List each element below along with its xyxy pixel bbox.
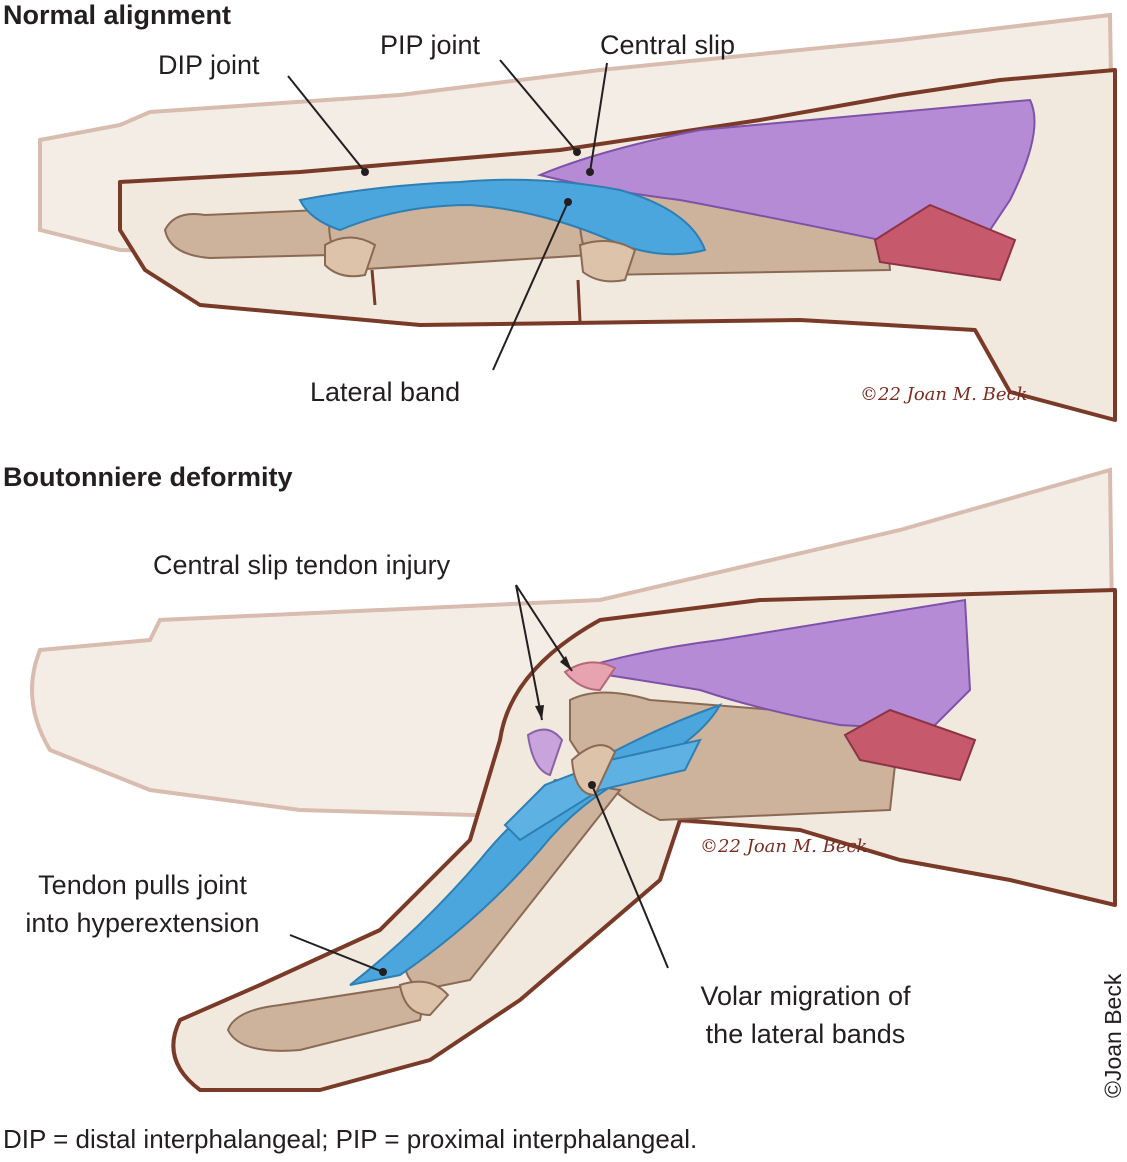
- lateral-band-tendon: [503, 738, 702, 842]
- extensor-hood: [574, 598, 972, 732]
- artist-signature: ©22 Joan M. Beck: [860, 384, 1027, 405]
- label-lateral-band: Lateral band: [310, 377, 461, 407]
- footnote: DIP = distal interphalangeal; PIP = prox…: [3, 1124, 698, 1154]
- label-volar-migration: Volar migration of the lateral bands: [668, 977, 943, 1053]
- lumbrical-muscle: [843, 708, 977, 782]
- leader-dot: [588, 781, 596, 789]
- leader-dot: [573, 148, 581, 156]
- panel-title-boutonniere: Boutonniere deformity: [3, 462, 293, 492]
- label-central-slip: Central slip: [600, 30, 736, 60]
- leader-dip-joint: [287, 75, 366, 173]
- label-tendon-pulls: Tendon pulls joint into hyperextension: [0, 866, 285, 942]
- leader-dot: [564, 198, 572, 206]
- skin-crease: [576, 279, 582, 323]
- pip-collateral-ligament: [570, 744, 617, 797]
- lumbrical-muscle: [873, 203, 1017, 282]
- normal-finger-illustration: ©22 Joan M. Beck: [38, 12, 1118, 422]
- leader-pip-joint: [499, 59, 578, 153]
- torn-central-slip-distal: [526, 728, 564, 777]
- label-tendon-pulls-line2: into hyperextension: [25, 908, 260, 938]
- leader-dot: [379, 968, 387, 976]
- leader-dot: [586, 168, 594, 176]
- leader-dot: [361, 168, 369, 176]
- label-dip-joint: DIP joint: [158, 50, 260, 80]
- leader-volar-migration: [591, 784, 669, 969]
- leader-tendon-pulls: [289, 934, 384, 973]
- image-credit: ©Joan Beck: [1100, 973, 1126, 1098]
- torn-central-slip-proximal: [563, 661, 617, 692]
- label-central-slip-injury: Central slip tendon injury: [153, 550, 451, 580]
- leader-injury-distal: [515, 584, 543, 721]
- leader-central-slip: [589, 62, 608, 173]
- arrowhead: [535, 705, 544, 720]
- leader-injury-proximal: [515, 584, 573, 672]
- pip-collateral-ligament: [578, 240, 637, 283]
- lateral-band-tendon: [298, 178, 707, 256]
- panel-title-normal: Normal alignment: [3, 0, 232, 30]
- label-volar-migration-line2: the lateral bands: [705, 1019, 906, 1049]
- label-pip-joint: PIP joint: [380, 30, 481, 60]
- label-volar-migration-line1: Volar migration of: [700, 981, 911, 1011]
- boutonniere-finger-illustration: ©22 Joan M. Beck: [30, 467, 1118, 1092]
- distal-phalanx: [163, 208, 337, 260]
- leader-lateral-band: [492, 201, 569, 371]
- artist-signature: ©22 Joan M. Beck: [700, 836, 867, 857]
- label-tendon-pulls-line1: Tendon pulls joint: [38, 870, 247, 900]
- dip-collateral-ligament: [324, 236, 377, 278]
- dip-collateral-ligament: [398, 980, 450, 1017]
- skin-crease: [370, 269, 377, 306]
- arrowhead: [560, 656, 572, 671]
